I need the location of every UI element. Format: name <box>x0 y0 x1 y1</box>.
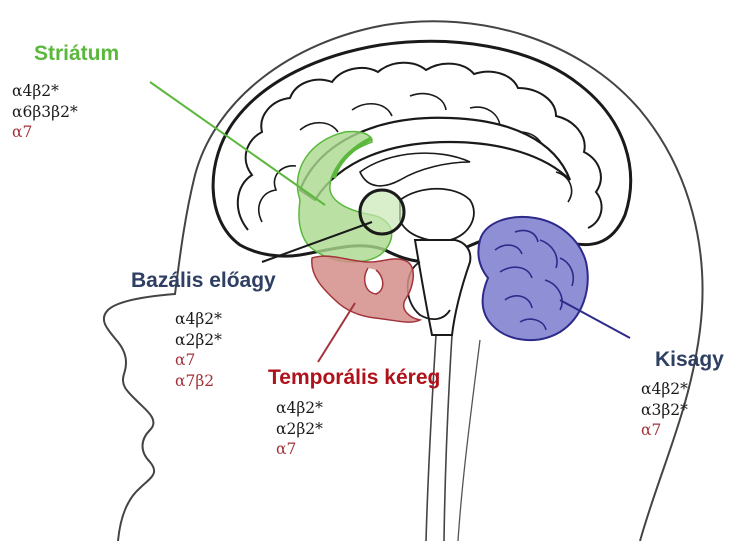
thalamus <box>400 189 474 241</box>
subunit-item: α7 <box>175 350 222 371</box>
striatum-label: Striátum <box>34 43 119 64</box>
basal-forebrain-subunit-list: α4β2* α2β2* α7 α7β2 <box>175 309 222 391</box>
temporal-leader-line <box>318 303 355 362</box>
subunit-item: α2β2* <box>175 330 222 351</box>
subunit-item: α4β2* <box>641 379 688 400</box>
subunit-item: α3β2* <box>641 400 688 421</box>
spinal-cord-line <box>444 335 452 541</box>
temporal-cortex-subunit-list: α4β2* α2β2* α7 <box>276 398 323 460</box>
subunit-item: α4β2* <box>276 398 323 419</box>
temporal-cortex-region <box>312 256 420 322</box>
brainstem <box>415 240 470 335</box>
subunit-item: α6β3β2* <box>12 102 78 123</box>
spinal-cord-line <box>458 340 480 541</box>
striatum-subunit-list: α4β2* α6β3β2* α7 <box>12 81 78 143</box>
subunit-item: α4β2* <box>12 81 78 102</box>
subunit-item: α7 <box>12 122 78 143</box>
subunit-item: α7 <box>641 420 688 441</box>
cerebellum-subunit-list: α4β2* α3β2* α7 <box>641 379 688 441</box>
cerebellum-region <box>478 217 587 340</box>
subunit-item: α7β2 <box>175 371 222 392</box>
basal-forebrain-label: Bazális előagy <box>131 270 276 291</box>
subunit-item: α4β2* <box>175 309 222 330</box>
basal-forebrain-marker <box>360 190 404 234</box>
subunit-item: α2β2* <box>276 419 323 440</box>
subunit-item: α7 <box>276 439 323 460</box>
cerebellum-label: Kisagy <box>655 349 724 370</box>
temporal-cortex-label: Temporális kéreg <box>268 367 440 388</box>
